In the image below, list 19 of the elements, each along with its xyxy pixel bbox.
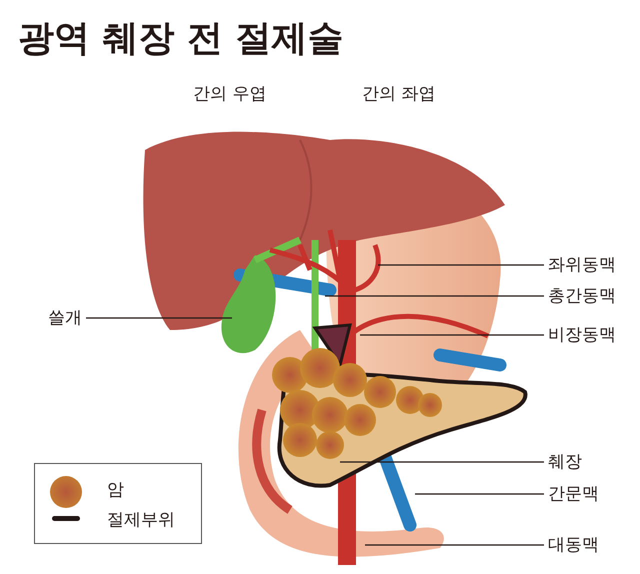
lobe-label: 간의 좌엽 bbox=[362, 84, 436, 104]
organ-label: 간문맥 bbox=[548, 484, 599, 504]
organ-label: 대동맥 bbox=[548, 535, 599, 555]
leader-line bbox=[360, 334, 544, 336]
title: 광역 췌장 전 절제술 bbox=[18, 17, 344, 61]
leader-line bbox=[325, 295, 544, 297]
organ-label: 비장동맥 bbox=[548, 325, 616, 345]
lobe-label: 간의 우엽 bbox=[193, 84, 266, 104]
leader-line bbox=[340, 461, 544, 463]
leader-line bbox=[378, 264, 544, 266]
legend-label: 절제부위 bbox=[107, 510, 175, 530]
organ-label: 총간동맥 bbox=[548, 286, 616, 306]
leader-line bbox=[415, 493, 544, 495]
leader-line bbox=[365, 544, 544, 546]
organ-label: 쓸개 bbox=[48, 308, 82, 328]
organ-label: 췌장 bbox=[548, 452, 582, 472]
organ-label: 좌위동맥 bbox=[548, 255, 616, 275]
leader-line bbox=[86, 317, 232, 319]
legend-label: 암 bbox=[107, 480, 124, 500]
